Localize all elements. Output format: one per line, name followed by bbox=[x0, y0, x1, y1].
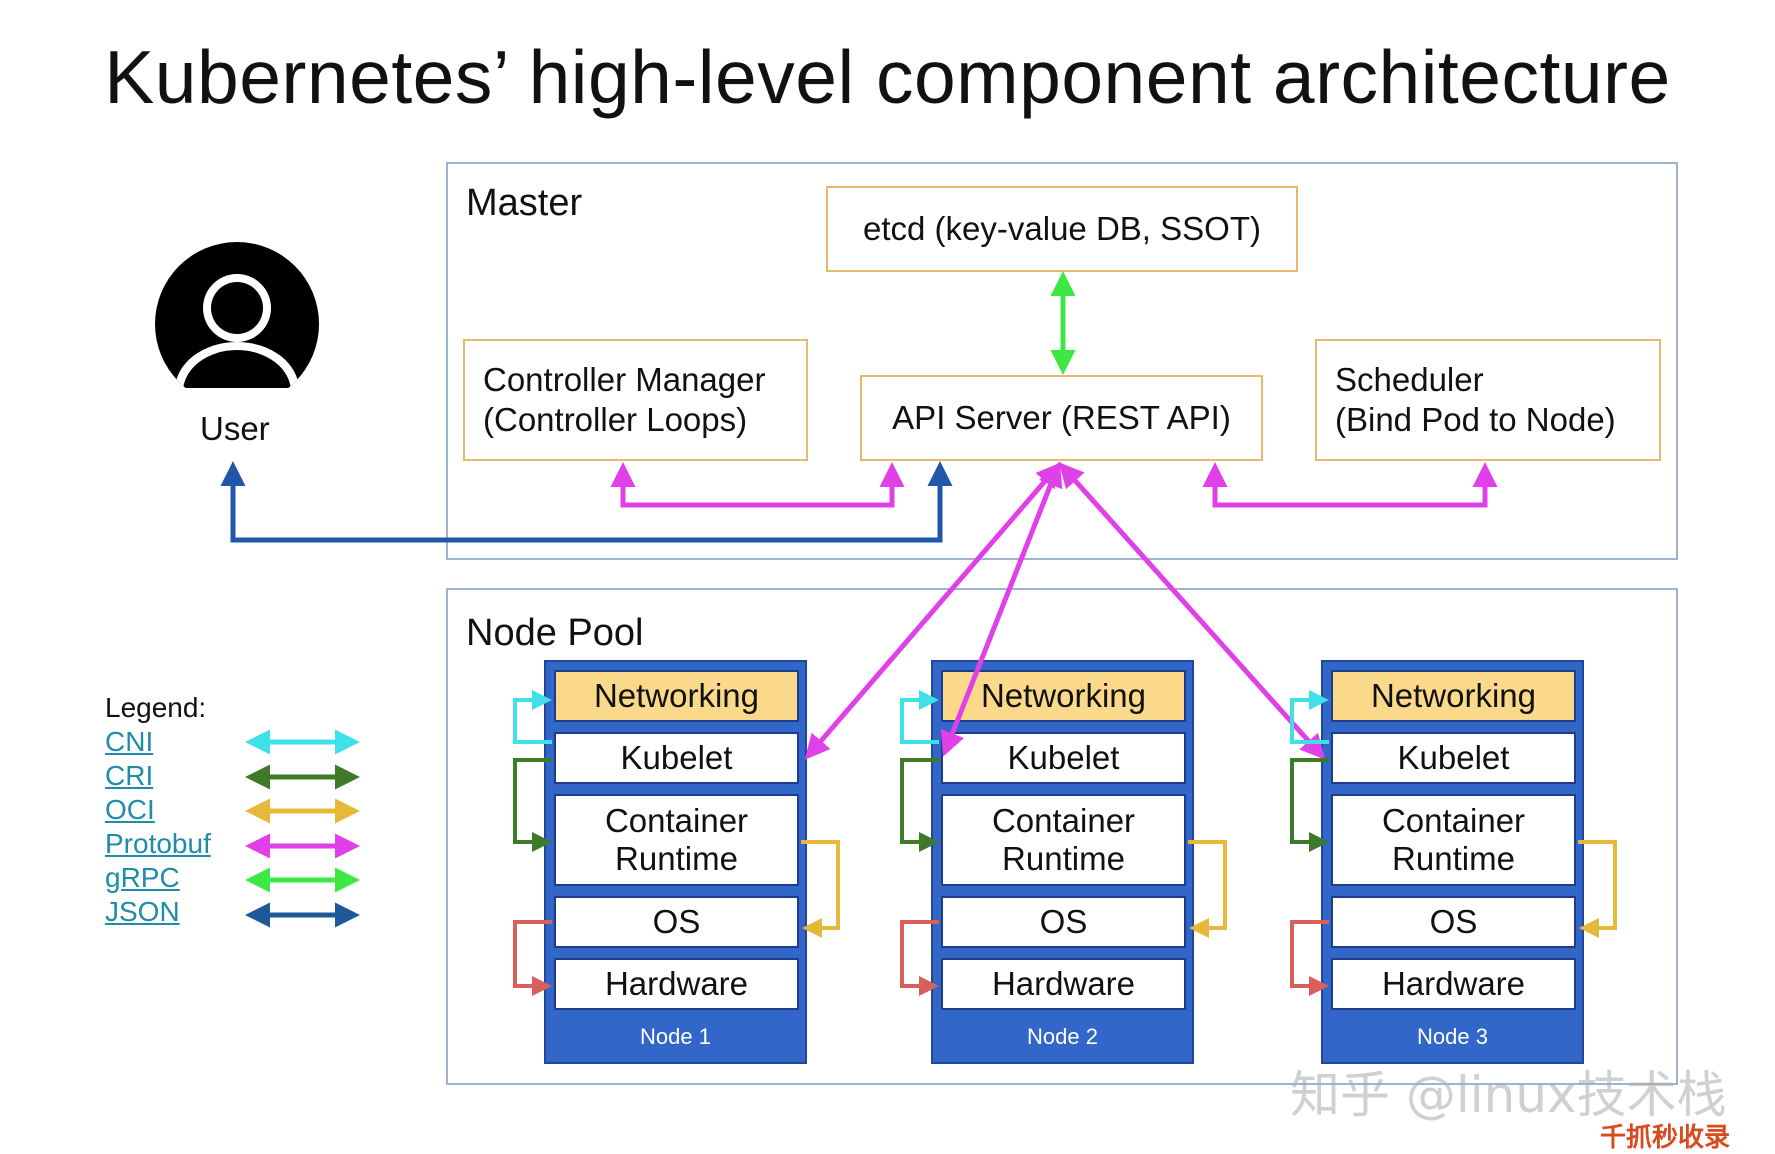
watermark-text: 知乎 @linux技术栈 bbox=[1290, 1066, 1727, 1124]
os-layer: OS bbox=[554, 896, 799, 948]
os-layer: OS bbox=[941, 896, 1186, 948]
kubelet-layer: Kubelet bbox=[554, 732, 799, 784]
controller-manager-sublabel: (Controller Loops) bbox=[483, 401, 748, 438]
kubelet-layer: Kubelet bbox=[1331, 732, 1576, 784]
user-label: User bbox=[200, 410, 270, 447]
etcd-label: etcd (key-value DB, SSOT) bbox=[863, 210, 1261, 247]
kubelet-layer: Kubelet bbox=[941, 732, 1186, 784]
user-avatar-icon bbox=[153, 240, 321, 406]
networking-layer: Networking bbox=[554, 670, 799, 722]
master-label: Master bbox=[466, 182, 583, 224]
hardware-layer: Hardware bbox=[1331, 958, 1576, 1010]
etcd-box: etcd (key-value DB, SSOT) bbox=[826, 186, 1298, 272]
hardware-layer: Hardware bbox=[554, 958, 799, 1010]
node-name: Node 2 bbox=[1027, 1024, 1098, 1049]
os-layer: OS bbox=[1331, 896, 1576, 948]
legend: CNI CRI OCI Protobuf gRPC JSON bbox=[105, 725, 211, 929]
diagram-title: Kubernetes’ high-level component archite… bbox=[104, 35, 1671, 119]
legend-item-grpc[interactable]: gRPC bbox=[105, 862, 180, 893]
legend-item-cni[interactable]: CNI bbox=[105, 726, 154, 757]
legend-item-oci[interactable]: OCI bbox=[105, 794, 155, 825]
legend-title: Legend: bbox=[105, 692, 207, 723]
watermark-subtext: 千抓秒收录 bbox=[1600, 1123, 1731, 1153]
api-server-label: API Server (REST API) bbox=[892, 399, 1231, 436]
networking-layer: Networking bbox=[941, 670, 1186, 722]
api-server-box: API Server (REST API) bbox=[860, 375, 1263, 461]
legend-item-json[interactable]: JSON bbox=[105, 896, 180, 927]
node-name: Node 1 bbox=[640, 1024, 711, 1049]
legend-item-protobuf[interactable]: Protobuf bbox=[105, 828, 211, 859]
node-name: Node 3 bbox=[1417, 1024, 1488, 1049]
node-pool-label: Node Pool bbox=[466, 612, 644, 654]
networking-layer: Networking bbox=[1331, 670, 1576, 722]
scheduler-sublabel: (Bind Pod to Node) bbox=[1335, 401, 1616, 438]
controller-manager-box: Controller Manager (Controller Loops) bbox=[463, 339, 808, 461]
controller-manager-label: Controller Manager bbox=[483, 361, 766, 398]
scheduler-label: Scheduler bbox=[1335, 361, 1484, 398]
scheduler-box: Scheduler (Bind Pod to Node) bbox=[1315, 339, 1661, 461]
hardware-layer: Hardware bbox=[941, 958, 1186, 1010]
legend-item-cri[interactable]: CRI bbox=[105, 760, 154, 791]
